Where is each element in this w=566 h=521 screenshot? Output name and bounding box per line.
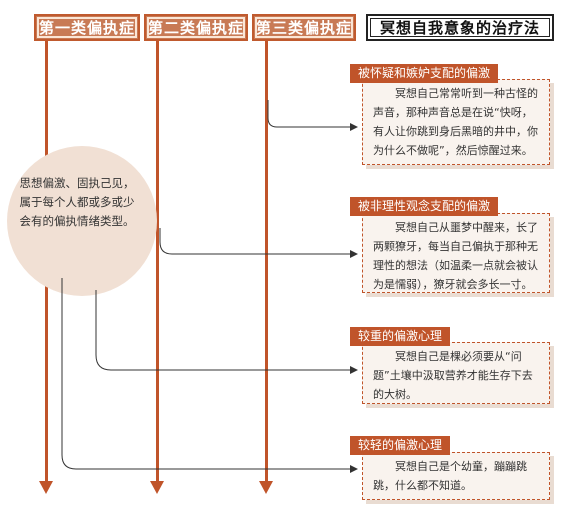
arrowhead-category-2: [150, 481, 164, 494]
connector-arrow-2: [350, 250, 358, 258]
arrowhead-category-1: [39, 481, 53, 494]
card-4-body: 冥想自己是个幼童，蹦蹦跳跳，什么都不知道。: [362, 452, 550, 500]
card-1-body: 冥想自己常常听到一种古怪的声音，那种声音总是在说“快呀，有人让你跳到身后黑暗的井…: [362, 79, 550, 165]
card-3-body: 冥想自己是棵必须要从“问题”土壤中汲取营养才能生存下去的大树。: [362, 342, 550, 404]
connector-card-3: [95, 290, 352, 371]
card-2-title: 被非理性观念支配的偏激: [350, 197, 499, 216]
intro-circle: [7, 146, 157, 296]
connector-card-2: [159, 228, 352, 255]
timeline-category-2: [156, 41, 159, 482]
intro-text: 思想偏激、固执己见，属于每个人都或多或少会有的偏执情绪类型。: [19, 176, 135, 228]
connector-arrow-4: [350, 465, 358, 473]
arrowhead-category-3: [259, 481, 273, 494]
card-3-title: 较重的偏激心理: [350, 327, 451, 346]
header-therapy-method: 冥想自我意象的治疗法: [366, 14, 554, 41]
header-category-2: 第二类偏执症: [144, 14, 248, 41]
connector-arrow-1: [350, 123, 358, 131]
card-2-body: 冥想自己从噩梦中醒来，长了两颗獠牙，每当自己偏执于那种无理性的想法（如温柔一点就…: [362, 213, 550, 293]
connector-card-4: [61, 278, 352, 470]
connector-arrow-3: [350, 366, 358, 374]
header-category-3: 第三类偏执症: [252, 14, 356, 41]
timeline-category-3: [265, 41, 268, 482]
header-category-1: 第一类偏执症: [34, 14, 140, 41]
connector-card-1: [267, 100, 352, 128]
card-4-title: 较轻的偏激心理: [350, 436, 451, 455]
card-1-title: 被怀疑和嫉妒支配的偏激: [350, 64, 499, 83]
